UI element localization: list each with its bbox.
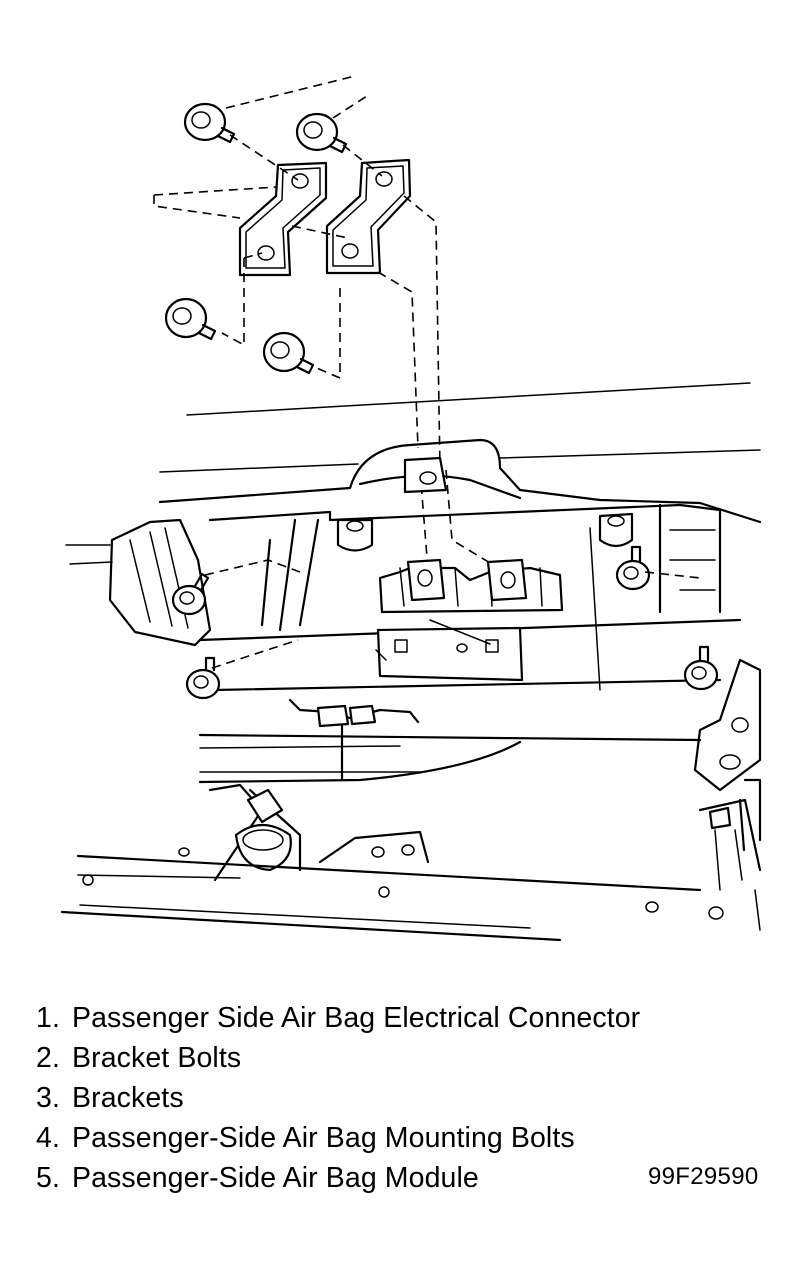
- legend-item: 2. Bracket Bolts: [36, 1038, 640, 1078]
- dash-panel-structure: [65, 382, 762, 692]
- alignment-lines-upper: [153, 75, 506, 573]
- bracket-bolt-lower-left: [164, 297, 217, 341]
- bracket-right: [325, 158, 412, 275]
- legend-item-number: 3.: [36, 1082, 60, 1114]
- legend-item-label: Brackets: [72, 1082, 184, 1114]
- legend-item: 3. Brackets: [36, 1078, 640, 1118]
- legend-item-label: Passenger-Side Air Bag Module: [72, 1162, 479, 1194]
- legend-item-label: Passenger-Side Air Bag Mounting Bolts: [72, 1122, 575, 1154]
- legend-item-label: Bracket Bolts: [72, 1042, 242, 1074]
- mounting-bolt-left-upper: [171, 572, 210, 616]
- mounting-bolt-right-lower: [683, 645, 719, 691]
- legend-item-number: 2.: [36, 1042, 60, 1074]
- parts-legend: 1. Passenger Side Air Bag Electrical Conn…: [36, 998, 640, 1198]
- bracket-bolt-upper-left: [183, 102, 236, 144]
- bracket-left: [238, 161, 328, 277]
- panel-clips: [336, 456, 634, 552]
- air-bag-electrical-connector: [288, 698, 420, 782]
- figure-id: 99F29590: [648, 1163, 759, 1190]
- mounting-bolt-right-upper: [615, 545, 651, 591]
- legend-item-number: 1.: [36, 1002, 60, 1034]
- legend-item: 4. Passenger-Side Air Bag Mounting Bolts: [36, 1118, 640, 1158]
- alignment-lines-lower: [204, 559, 701, 669]
- legend-item: 5. Passenger-Side Air Bag Module: [36, 1158, 640, 1198]
- floor-lines: [60, 854, 761, 942]
- bracket-bolt-upper-right: [295, 112, 348, 154]
- legend-item-label: Passenger Side Air Bag Electrical Connec…: [72, 1002, 641, 1034]
- exploded-view-diagram: [60, 75, 762, 942]
- air-bag-module: [375, 558, 564, 682]
- legend-item-number: 4.: [36, 1122, 60, 1154]
- legend-item: 1. Passenger Side Air Bag Electrical Conn…: [36, 998, 640, 1038]
- lower-structure: [178, 658, 762, 891]
- bracket-bolt-lower-right: [262, 331, 315, 375]
- mounting-bolt-left-lower: [185, 656, 221, 700]
- legend-item-number: 5.: [36, 1162, 60, 1194]
